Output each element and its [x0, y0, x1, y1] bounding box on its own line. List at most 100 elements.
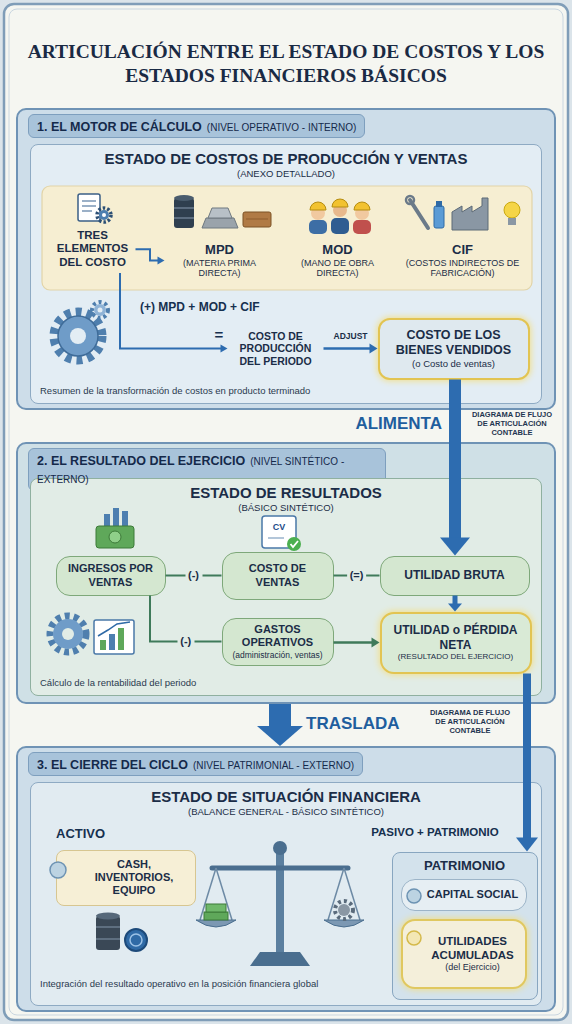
document-gear-icon	[102, 213, 106, 217]
barrel-coin-icon	[96, 916, 120, 950]
process-pill: GASTOS OPERATIVOS(administración, ventas…	[222, 618, 334, 666]
workers-icon	[332, 199, 348, 207]
workers-icon	[354, 202, 370, 210]
money-icon	[113, 508, 119, 526]
text-label: DIAGRAMA DE FLUJO DE ARTICULACIÓN CONTAB…	[470, 410, 554, 437]
balance-scale	[328, 868, 344, 920]
node-subtext: (COSTOS INDIRECTOS DE FABRICACIÓN)	[403, 258, 523, 280]
formula-result: COSTO DE PRODUCCIÓN DEL PERIODO	[228, 326, 324, 372]
workers-icon	[331, 218, 349, 234]
overhead-icon	[434, 206, 444, 228]
node-heading: COSTO DE VENTAS	[228, 562, 328, 588]
text-label: DIAGRAMA DE FLUJO DE ARTICULACIÓN CONTAB…	[428, 708, 512, 735]
node-heading: ESTADO DE SITUACIÓN FINANCIERA	[31, 788, 541, 806]
section-tab: 3. EL CIERRE DEL CICLO (NIVEL PATRIMONIAL…	[28, 752, 363, 776]
connector-line	[449, 380, 461, 539]
node-heading: UTILIDADES ACUMULADAS	[425, 935, 520, 963]
cost-document-icon	[268, 537, 284, 539]
gear-icon	[98, 308, 103, 313]
gear-chart-icon	[50, 616, 86, 652]
text-label: ALIMENTA	[318, 414, 442, 434]
gear-icon	[70, 328, 86, 344]
balance-scale	[212, 866, 348, 871]
balance-scale	[324, 920, 364, 927]
document-gear-icon	[82, 210, 92, 212]
node-subtext: (BALANCE GENERAL - BÁSICO SINTÉTICO)	[31, 806, 541, 817]
elements-panel	[42, 186, 532, 290]
node-heading: UTILIDAD BRUTA	[404, 568, 504, 582]
raw-material-icon	[174, 217, 194, 219]
gear-chart-icon	[109, 634, 115, 650]
cost-document-icon	[262, 516, 301, 551]
connector-line	[453, 596, 458, 605]
overhead-icon	[410, 200, 428, 228]
node-subtext: (NIVEL OPERATIVO - INTERNO)	[207, 122, 356, 133]
raw-material-icon	[174, 195, 271, 228]
arrow-head	[158, 257, 165, 265]
node-subtext: (del Ejercicio)	[445, 962, 500, 973]
raw-material-icon	[174, 207, 194, 209]
connector	[324, 344, 378, 354]
balance-scale	[250, 952, 310, 966]
workers-icon	[310, 202, 326, 210]
document-gear-icon	[82, 205, 96, 207]
cost-document-icon	[262, 516, 296, 548]
node-heading: MOD	[322, 242, 352, 258]
section-panel: 2. EL RESULTADO DEL EJERCICIO(NIVEL SINT…	[16, 442, 556, 704]
document-gear-icon	[99, 210, 109, 220]
barrel-coin-icon	[125, 929, 147, 951]
node-heading: ESTADO DE COSTOS DE PRODUCCIÓN Y VENTAS	[31, 150, 541, 168]
balance-scale	[273, 841, 287, 855]
connector-line	[136, 249, 159, 260]
raw-material-icon	[202, 218, 238, 228]
document-gear-icon	[97, 208, 111, 222]
workers-icon	[353, 220, 371, 234]
arrow-head	[257, 726, 303, 746]
connector-line	[324, 347, 371, 350]
barrel-coin-icon	[96, 913, 147, 952]
connector-line	[269, 704, 291, 727]
node-subtext: (BÁSICO SINTÉTICO)	[31, 502, 541, 513]
money-icon	[96, 508, 134, 548]
raw-material-icon	[208, 208, 232, 218]
arrow-head	[440, 538, 470, 556]
workers-icon	[309, 199, 371, 234]
statement-box: ESTADO DE RESULTADOS(BÁSICO SINTÉTICO)IN…	[30, 478, 542, 696]
barrel-coin-icon	[130, 934, 142, 946]
gear-chart-icon	[53, 619, 83, 649]
node-heading: GASTOS OPERATIVOS	[228, 623, 328, 649]
node-heading: 2. EL RESULTADO DEL EJERCICIO	[37, 454, 245, 468]
node-heading: MPD	[205, 242, 234, 258]
connector-label: (-)	[177, 635, 194, 648]
node-heading: CASH, INVENTORIOS, EQUIPO	[79, 858, 190, 898]
node-heading: COSTO DE PRODUCCIÓN DEL PERIODO	[233, 330, 319, 368]
node-heading: INGRESOS POR VENTAS	[62, 562, 160, 588]
node-heading: 3. EL CIERRE DEL CICLO	[37, 758, 188, 772]
money-icon	[109, 531, 121, 543]
section-tab: 1. EL MOTOR DE CÁLCULO(NIVEL OPERATIVO -…	[28, 114, 365, 138]
arrow-head	[448, 604, 462, 612]
raw-material-icon	[174, 198, 194, 228]
connector-label: (-)	[185, 569, 202, 582]
arrow-head	[372, 638, 380, 648]
page-frame	[9, 9, 563, 1015]
workers-icon	[309, 220, 327, 234]
asset-box: CASH, INVENTORIOS, EQUIPO	[56, 850, 196, 906]
barrel-coin-icon	[96, 938, 120, 940]
cost-elements-label: TRES ELEMENTOS DEL COSTO	[50, 226, 136, 273]
gear-chart-icon	[94, 620, 134, 654]
overhead-icon	[406, 196, 520, 230]
money-icon	[122, 511, 128, 526]
node-subtext: (o Costo de ventas)	[412, 358, 495, 369]
connector	[257, 704, 303, 746]
statement-box: ESTADO DE COSTOS DE PRODUCCIÓN Y VENTAS (…	[30, 144, 542, 404]
barrel-coin-icon	[96, 913, 120, 920]
node-subtext: (NIVEL PATRIMONIAL - EXTERNO)	[193, 760, 354, 771]
balance-scale	[206, 904, 226, 912]
overhead-icon	[452, 198, 488, 230]
cost-document-icon	[287, 537, 301, 551]
balance-scale	[338, 904, 350, 916]
process-pill: INGRESOS POR VENTAS	[56, 556, 166, 596]
cost-document-icon	[291, 541, 299, 547]
